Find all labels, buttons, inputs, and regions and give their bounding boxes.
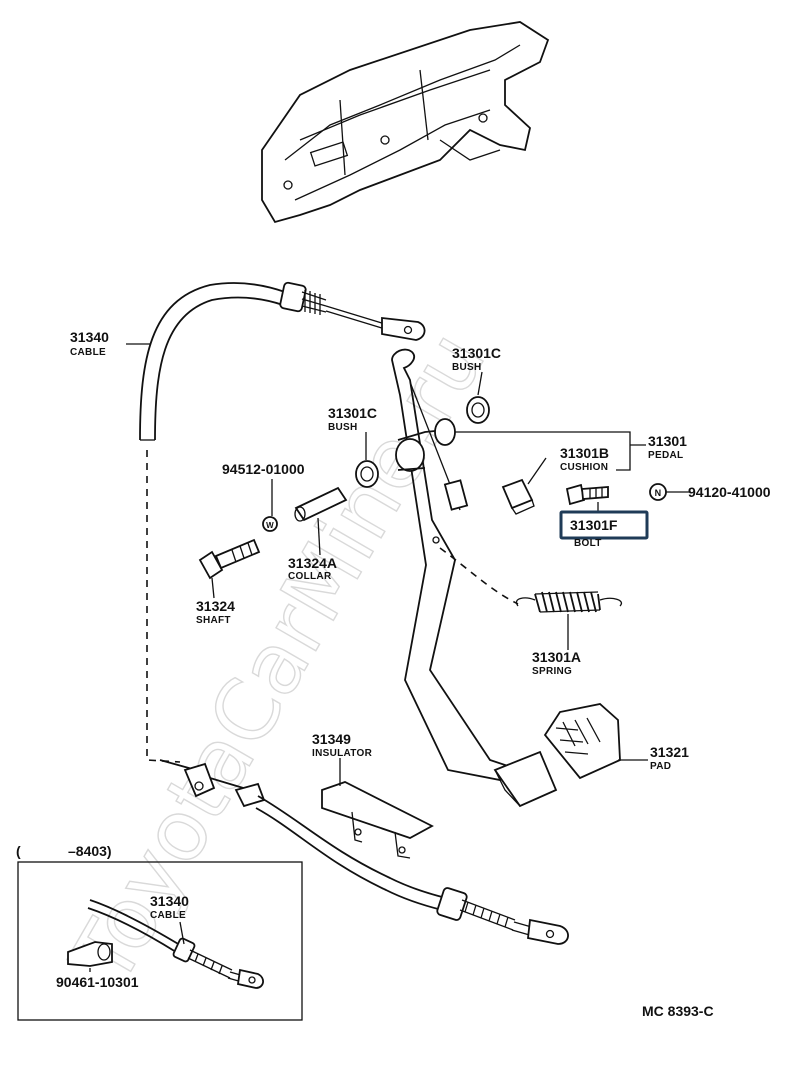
- shaft-part-name: SHAFT: [196, 615, 231, 626]
- cable-main-part-number: 31340: [70, 329, 109, 345]
- cable-main-part-name: CABLE: [70, 347, 106, 358]
- inset-clamp-part-number: 90461-10301: [56, 974, 139, 990]
- spring: [515, 591, 623, 613]
- insulator-part-name: INSULATOR: [312, 748, 373, 759]
- washer-symbol: W: [266, 521, 274, 530]
- collar: [294, 486, 348, 522]
- pedal-part-name: PEDAL: [648, 450, 683, 461]
- washer-part-number: 94512-01000: [222, 461, 305, 477]
- bolt-part-name: BOLT: [574, 538, 602, 549]
- bush-left: [355, 460, 379, 488]
- inset-cable: [87, 899, 264, 989]
- diagram-code: MC 8393-C: [642, 1003, 714, 1019]
- pedal-pad: [543, 703, 621, 780]
- cushion-part-number: 31301B: [560, 445, 609, 461]
- insulator: [321, 781, 434, 859]
- collar-part-name: COLLAR: [288, 571, 332, 582]
- bush-left-part-name: BUSH: [328, 422, 358, 433]
- nut-symbol: N: [655, 488, 662, 498]
- pad-part-number: 31321: [650, 744, 689, 760]
- main-cable: [139, 281, 426, 441]
- washer: [262, 516, 278, 532]
- spring-part-number: 31301A: [532, 649, 581, 665]
- bush-upper-part-number: 31301C: [452, 345, 501, 361]
- nut-part-number: 94120-41000: [688, 484, 771, 500]
- bush-upper-part-name: BUSH: [452, 362, 482, 373]
- bolt: [565, 483, 609, 506]
- bolt-part-number: 31301F: [570, 517, 618, 533]
- pedal-foot: [493, 750, 558, 808]
- shaft-part-number: 31324: [196, 598, 235, 614]
- leader-lines: [89, 343, 690, 972]
- inset-range: –8403): [68, 843, 112, 859]
- cushion-part-name: CUSHION: [560, 462, 608, 473]
- inset-range-open: (: [16, 843, 21, 859]
- watermark: ToyotaCarMine.ru: [52, 315, 504, 1000]
- pad-part-name: PAD: [650, 761, 671, 772]
- inset-frame: [17, 861, 303, 1021]
- bush-left-part-number: 31301C: [328, 405, 377, 421]
- lower-cable: [159, 759, 569, 945]
- bush-upper: [466, 396, 490, 424]
- collar-part-number: 31324A: [288, 555, 337, 571]
- pedal-boss: [395, 418, 456, 472]
- inset-cable-part-number: 31340: [150, 893, 189, 909]
- inset-cable-part-name: CABLE: [150, 910, 186, 921]
- shaft: [198, 538, 261, 580]
- cable-route-dashed: [146, 450, 181, 763]
- cushion: [501, 478, 535, 515]
- spring-part-name: SPRING: [532, 666, 572, 677]
- inset-clamp: [67, 941, 113, 967]
- pedal-part-number: 31301: [648, 433, 687, 449]
- pedal-bracket: [261, 21, 550, 224]
- insulator-part-number: 31349: [312, 731, 351, 747]
- bolt-highlight-box: [559, 510, 649, 540]
